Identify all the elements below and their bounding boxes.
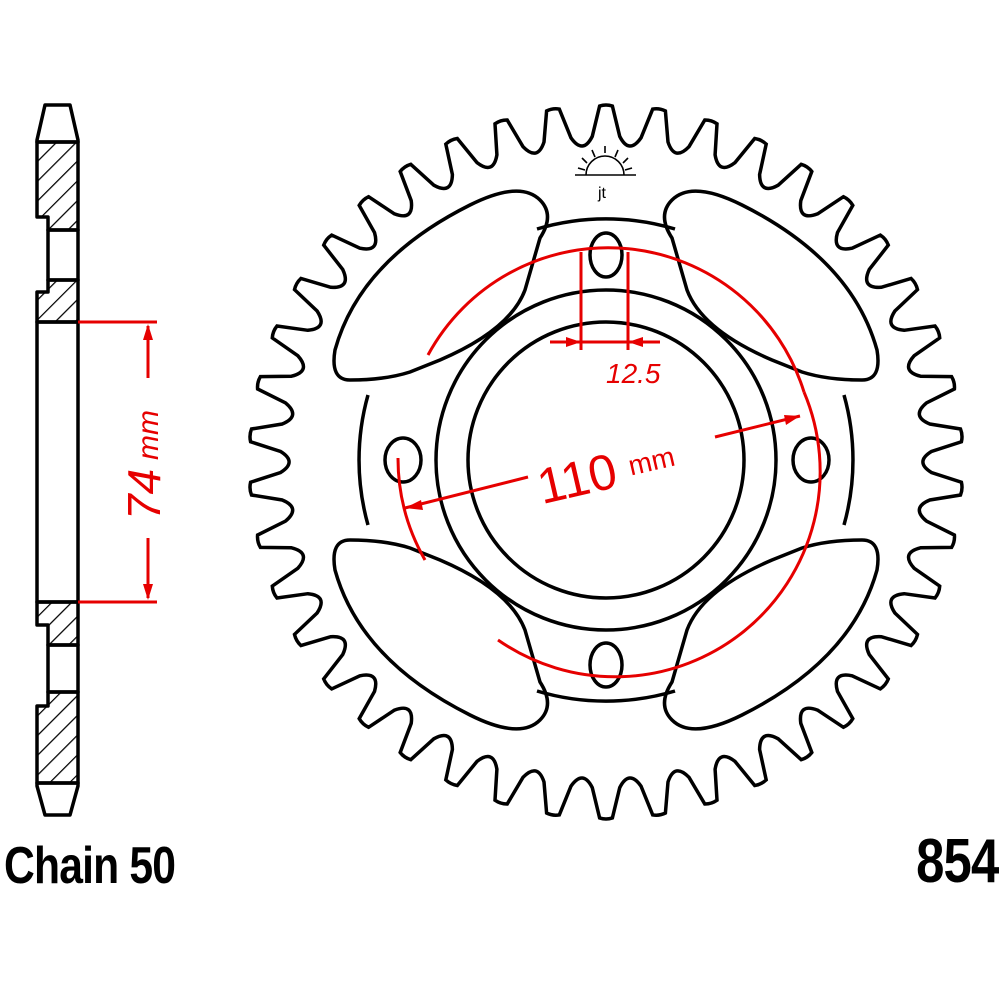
bolt-circle-arc-upper [426, 246, 806, 393]
bolt-hole-top [588, 231, 624, 279]
cutout-bottom-right [662, 538, 880, 731]
bolt-circle-arc-right [497, 391, 822, 679]
sun-logo-icon [575, 146, 636, 176]
center-bore [35, 320, 80, 604]
dimension-74mm: 74 mm [78, 320, 170, 604]
cutout-top-right [662, 189, 880, 382]
dimension-110-value: 110 [532, 443, 622, 515]
center-bore-circle [466, 320, 746, 600]
bolt-hole-right [791, 436, 831, 484]
side-section-view [35, 103, 80, 817]
bolt-hole-bottom [588, 641, 624, 689]
bolt-circle-arc-left [396, 457, 427, 561]
part-number: 854 [915, 827, 999, 896]
cutout-bottom-left [332, 538, 550, 731]
chain-size-label: Chain 50 [4, 837, 176, 895]
hub-recess-bottom [46, 643, 80, 694]
dimension-74-unit: mm [132, 410, 165, 460]
tooth-profile-bottom [35, 781, 80, 817]
hatched-section-top [35, 140, 80, 232]
dimension-74-value: 74 [118, 469, 170, 520]
tooth-profile-top [35, 103, 80, 144]
hub-ring-circle [434, 288, 778, 632]
hub-recess-top [46, 228, 80, 282]
dimension-12-5 [550, 252, 660, 350]
sprocket-teeth-outline [248, 103, 964, 821]
hatched-section-upper [35, 278, 80, 324]
hatched-section-bottom [35, 690, 80, 785]
dimension-110-unit: mm [625, 441, 677, 482]
cutout-top-left [332, 189, 550, 382]
logo-text: jt [597, 185, 607, 202]
dimension-110mm [396, 246, 822, 679]
bolt-hole-left [383, 436, 423, 484]
hub-boss-outline [357, 217, 855, 703]
hatched-section-lower [35, 600, 80, 647]
sprocket-front-view [248, 103, 964, 821]
dimension-12-5-value: 12.5 [606, 358, 661, 389]
